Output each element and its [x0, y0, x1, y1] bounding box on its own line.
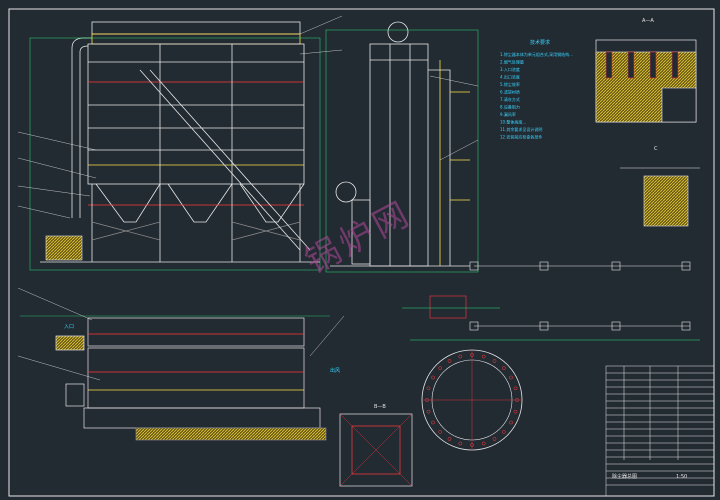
motor-block: [45, 235, 83, 261]
front-elevation: [29, 21, 321, 271]
bolt-hole: [509, 375, 513, 380]
tech-note-line: 12.安装前应检查各部件: [500, 134, 542, 140]
drawing-name: 除尘器总图: [612, 473, 637, 480]
detail-c: C: [620, 146, 700, 227]
tech-note-line: 6.滤袋材质: [500, 89, 520, 95]
detail-a: A—A: [595, 18, 697, 123]
bolt-hole: [492, 437, 497, 441]
drawing-border: [8, 8, 715, 497]
tech-note-line: 4.出口浓度: [500, 74, 520, 80]
tech-note-line: 1.除尘器本体为单元组合式,采用钢结构...: [500, 51, 573, 57]
tech-note-line: 5.除尘效率: [500, 81, 520, 87]
square-flange: B—B: [339, 404, 413, 487]
detail-a-label: A—A: [642, 18, 654, 24]
tech-note-line: 10.整体高度...: [500, 119, 526, 125]
plan-view: [20, 315, 330, 441]
tech-note-line: 8.设备阻力: [500, 104, 520, 110]
bolt-hole: [431, 375, 435, 380]
outlet-label: 出风: [330, 367, 340, 374]
bolt-hole: [438, 429, 443, 434]
bolt-hole: [447, 359, 452, 363]
bolt-hole: [458, 354, 463, 359]
tech-notes: 技术要求 1.除尘器本体为单元组合式,采用钢结构... 2.烟气处理量3.入口浓度…: [500, 39, 573, 140]
bolt-hole: [481, 354, 486, 359]
bolt-hole: [438, 366, 443, 371]
bolt-hole: [492, 359, 497, 363]
bolt-hole: [509, 420, 513, 425]
title-block: [605, 365, 715, 497]
bolt-hole: [513, 409, 518, 414]
bolt-hole: [501, 429, 506, 434]
tech-note-line: 7.清灰方式: [500, 96, 520, 102]
bolt-hole: [426, 409, 431, 414]
tech-notes-title: 技术要求: [530, 39, 550, 46]
tech-note-line: 9.漏风率: [500, 111, 516, 117]
bolt-hole: [426, 386, 431, 391]
foundation-plan: [402, 261, 700, 341]
inlet-label: 入口: [64, 324, 74, 330]
bolt-hole: [513, 386, 518, 391]
bolt-hole: [447, 437, 452, 441]
tech-note-line: 2.烟气处理量: [500, 59, 524, 65]
tech-note-line: 11.其余要求见设计说明: [500, 126, 542, 132]
round-flange: [421, 349, 523, 451]
side-elevation: [325, 21, 479, 273]
leader-lines: [17, 15, 479, 381]
bolt-hole: [458, 441, 463, 446]
bolt-hole: [431, 420, 435, 425]
detail-c-label: C: [654, 146, 658, 152]
detail-b-label: B—B: [374, 404, 386, 410]
bolt-hole: [501, 366, 506, 371]
bolt-hole: [481, 441, 486, 446]
drawing-scale: 1:50: [676, 474, 687, 480]
tech-note-line: 3.入口浓度: [500, 66, 520, 72]
